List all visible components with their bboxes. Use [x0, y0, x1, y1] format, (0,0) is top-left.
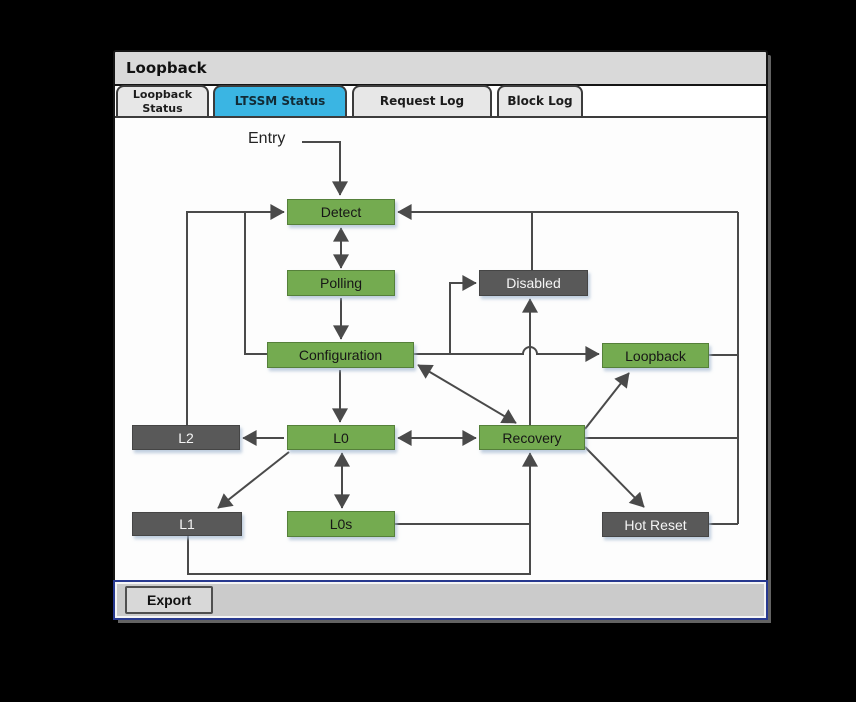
state-node-configuration: Configuration	[267, 342, 414, 368]
tab-label: Request Log	[379, 94, 465, 109]
tab-label: Block Log	[507, 94, 573, 109]
tab-block-log[interactable]: Block Log	[497, 85, 583, 116]
footer-bar: Export	[113, 580, 768, 620]
tab-ltssm-status[interactable]: LTSSM Status	[213, 85, 347, 116]
state-node-polling: Polling	[287, 270, 395, 296]
state-node-hot-reset: Hot Reset	[602, 512, 709, 537]
state-node-l2: L2	[132, 425, 240, 450]
state-node-disabled: Disabled	[479, 270, 588, 296]
state-transition-edges	[186, 141, 739, 575]
state-node-l1: L1	[132, 512, 242, 536]
export-button[interactable]: Export	[125, 586, 214, 614]
entry-label: Entry	[248, 130, 286, 147]
title-bar: Loopback	[115, 52, 766, 86]
tab-bar: Loopback Status LTSSM Status Request Log…	[115, 85, 766, 118]
ltssm-state-diagram: Entry Detect Polling Configuration L0 L0…	[115, 118, 766, 580]
state-node-l0s: L0s	[287, 511, 395, 537]
state-node-l0: L0	[287, 425, 395, 450]
state-node-loopback: Loopback	[602, 343, 709, 368]
state-node-recovery: Recovery	[479, 425, 585, 450]
tab-request-log[interactable]: Request Log	[352, 85, 492, 116]
tab-label: Loopback Status	[132, 88, 193, 115]
window-title: Loopback	[126, 59, 207, 77]
tab-label: LTSSM Status	[234, 94, 326, 109]
state-node-detect: Detect	[287, 199, 395, 225]
loopback-window: Loopback Loopback Status LTSSM Status Re…	[113, 50, 768, 620]
tab-loopback-status[interactable]: Loopback Status	[116, 85, 209, 116]
